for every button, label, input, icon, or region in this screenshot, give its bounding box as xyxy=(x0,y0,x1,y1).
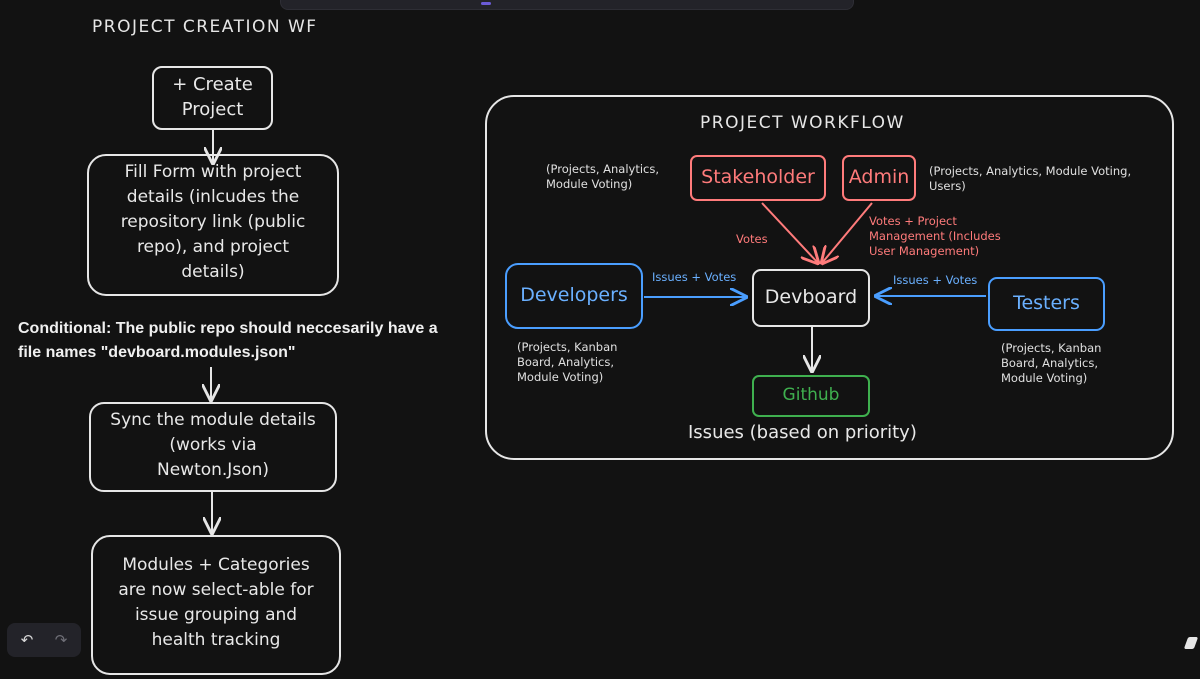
github-box[interactable] xyxy=(752,375,870,417)
stakeholder-box[interactable] xyxy=(690,155,826,201)
github-label: Github xyxy=(782,385,840,405)
redo-icon[interactable]: ↷ xyxy=(54,631,68,649)
developers-edge-label: Issues + Votes xyxy=(652,270,737,284)
project-workflow-title: PROJECT WORKFLOW xyxy=(700,113,905,133)
sync-modules-label: Sync the module details (works via Newto… xyxy=(110,410,316,480)
issues-caption: Issues (based on priority) xyxy=(688,422,917,443)
fill-form-label: Fill Form with project details (inlcudes… xyxy=(120,162,306,282)
project-workflow-frame[interactable] xyxy=(485,95,1174,460)
stakeholder-access-note: (Projects, Analytics, Module Voting) xyxy=(546,162,660,191)
admin-label: Admin xyxy=(848,166,910,188)
undo-icon[interactable]: ↶ xyxy=(20,631,34,649)
undo-redo-toolbar: ↶ ↷ xyxy=(7,623,81,657)
project-creation-title: PROJECT CREATION WF xyxy=(92,17,318,37)
admin-box[interactable] xyxy=(842,155,916,201)
arrow-stakeholder-to-devboard xyxy=(761,202,818,263)
admin-access-note: (Projects, Analytics, Module Voting, Use… xyxy=(929,164,1132,193)
modules-categories-label: Modules + Categories are now select-able… xyxy=(118,555,314,650)
developers-access-note: (Projects, Kanban Board, Analytics, Modu… xyxy=(517,340,618,384)
admin-edge-label: Votes + Project Management (Includes Use… xyxy=(869,214,1001,258)
stakeholder-label: Stakeholder xyxy=(701,166,815,188)
developers-box[interactable] xyxy=(505,263,643,329)
testers-label: Testers xyxy=(1013,292,1080,314)
devboard-label: Devboard xyxy=(764,286,858,308)
arrow-admin-to-devboard xyxy=(822,202,873,263)
developers-label: Developers xyxy=(520,284,628,306)
stakeholder-edge-label: Votes xyxy=(736,232,768,246)
create-project-label: + Create Project xyxy=(172,74,253,120)
testers-access-note: (Projects, Kanban Board, Analytics, Modu… xyxy=(1001,341,1102,385)
toolbar-accent xyxy=(481,2,491,5)
modules-categories-box[interactable] xyxy=(91,535,341,675)
conditional-note: Conditional: The public repo should necc… xyxy=(18,320,438,361)
testers-edge-label: Issues + Votes xyxy=(893,273,978,287)
testers-box[interactable] xyxy=(988,277,1105,331)
